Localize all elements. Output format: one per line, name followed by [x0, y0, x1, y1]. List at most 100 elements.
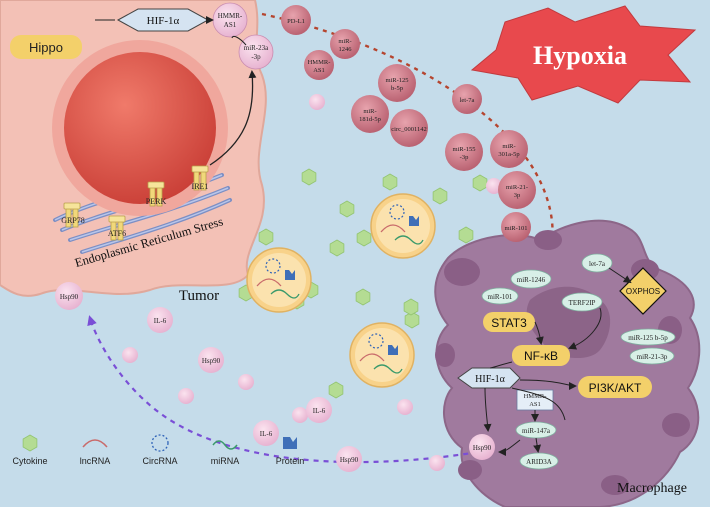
cytokine-hexagon	[328, 381, 344, 399]
arid3a-label: ARID3A	[526, 458, 552, 466]
mirna-icon	[212, 440, 238, 450]
exosome-dot	[309, 94, 325, 110]
exosome-cargo-circle	[330, 29, 360, 59]
exosome-field	[122, 94, 502, 471]
exosome-cargo-label: -3p	[460, 154, 469, 161]
cytokine-hexagon	[404, 311, 420, 329]
cytokine-hexagon	[403, 298, 419, 316]
hippo-label: Hippo	[29, 40, 63, 55]
hsp90-bubble	[55, 282, 83, 310]
er-stress-arrow	[209, 70, 257, 166]
exosome-cargo-label: b-5p	[391, 85, 403, 92]
hif-top-label: HIF-1α	[147, 15, 180, 27]
cytokine-hexagon	[382, 173, 398, 191]
node-mir21: miR-21-3p	[629, 347, 675, 365]
circrna-icon	[368, 333, 384, 349]
vesicle	[534, 230, 562, 250]
hmmr-as1-line1: HMMR-	[524, 393, 547, 400]
exosome-cargo-circle	[501, 212, 531, 242]
mir21-label: miR-21-3p	[637, 353, 668, 361]
hmmr-as1-top-line2: AS1	[224, 21, 237, 29]
cytokine-hexagon	[356, 229, 372, 247]
cytokine-hexagon	[301, 168, 317, 186]
cytokine-hexagon	[432, 187, 448, 205]
hsp90-b-label: Hsp90	[202, 357, 221, 365]
grp78-receptor	[63, 202, 81, 228]
legend-label: miRNA	[211, 456, 240, 466]
il6-bubble	[306, 397, 332, 423]
protein-icon	[285, 270, 295, 280]
perk-label: PERK	[146, 197, 167, 206]
node-mir1246: miR-1246	[510, 269, 552, 289]
exosome-cargo-circle	[378, 64, 416, 102]
ire1-receptor	[191, 165, 209, 191]
hmmr-as1-top-line1: HMMR-	[218, 12, 243, 20]
macrophage-cell: miR-1246 let-7a miR-101 TERF2IP OXPHOS S…	[434, 219, 701, 507]
lncrna-icon	[256, 278, 282, 287]
cytokine-hexagon	[472, 174, 488, 192]
vesicle	[435, 343, 455, 367]
legend-label: lncRNA	[80, 456, 111, 466]
macrophage-label: Macrophage	[617, 481, 687, 496]
hsp90-a-label: Hsp90	[60, 293, 79, 301]
atf6-label: ATF6	[108, 229, 126, 238]
cytokine-hexagon	[458, 226, 474, 244]
hexagon-icon	[22, 434, 38, 452]
il6-bubble	[147, 307, 173, 333]
pi3k-label: PI3K/AKT	[589, 381, 642, 395]
exosome-cargo-circle	[498, 171, 536, 209]
nfkb-label: NF-κB	[524, 349, 558, 363]
mir1246-label: miR-1246	[517, 276, 546, 284]
exosome-dot	[397, 399, 413, 415]
node-hmmr-as1: HMMR- AS1	[516, 389, 554, 411]
hsp90-bubble	[198, 347, 224, 373]
exosome-cargo-group: PD-L1miR-1246HMMR-AS1miR-125b-5plet-7ami…	[281, 5, 536, 242]
macrophage-arrows	[483, 267, 632, 456]
node-stat3: STAT3	[483, 312, 535, 332]
mir23a-line2: -3p	[251, 53, 261, 61]
terf2ip-label: TERF2IP	[569, 299, 596, 307]
mir23a-circle	[238, 34, 274, 70]
exosome-cargo-label: miR-21-	[506, 184, 528, 191]
cytokine-field	[238, 168, 488, 399]
il6-bubble	[253, 420, 279, 446]
exosome-cargo-label: HMMR-	[308, 59, 331, 66]
grp78-label: GRP78	[61, 216, 85, 225]
hippo-badge	[10, 35, 82, 59]
node-pi3k-akt: PI3K/AKT	[578, 376, 652, 398]
exosome-cargo-label: circ_0001142	[391, 126, 427, 133]
tumor-cell: GRP78 ATF6 PERK IRE1 Endoplasmic Reticul…	[0, 0, 274, 297]
exosome-cargo-circle	[452, 84, 482, 114]
let7a-label: let-7a	[589, 260, 606, 268]
vesicle	[458, 460, 482, 480]
hsp90-d-label: Hsp90	[473, 444, 492, 452]
legend-label: CircRNA	[143, 456, 178, 466]
hypoxia-burst: Hypoxia	[470, 5, 697, 104]
protein-icon	[388, 345, 398, 355]
circrna-icon	[265, 258, 281, 274]
node-let7a: let-7a	[581, 253, 613, 273]
exosome-cargo-label: 301a-5p	[498, 151, 519, 158]
exosome-dot	[238, 374, 254, 390]
extracellular-vesicle	[246, 247, 312, 313]
mirna-icon	[394, 235, 424, 245]
exosome-cargo-circle	[281, 5, 311, 35]
tumor-label: Tumor	[179, 288, 219, 304]
hmmr-as1-line2: AS1	[529, 401, 541, 408]
exosome-cargo-circle	[304, 50, 334, 80]
oxphos-label: OXPHOS	[626, 287, 660, 296]
stat3-label: STAT3	[491, 316, 527, 330]
node-terf2ip: TERF2IP	[561, 292, 603, 312]
mirna-icon	[373, 364, 403, 374]
exosome-dot	[292, 407, 308, 423]
vesicle	[444, 258, 480, 286]
exosome-cargo-label: 181d-5p	[359, 116, 381, 123]
circrna-icon	[151, 434, 169, 452]
node-mir125b: miR-125 b-5p	[620, 328, 676, 346]
exosome-cargo-label: 3p	[514, 192, 521, 199]
exosome-cargo-circle	[445, 133, 483, 171]
protein-icon	[283, 437, 297, 449]
legend-label: Cytokine	[12, 456, 47, 466]
